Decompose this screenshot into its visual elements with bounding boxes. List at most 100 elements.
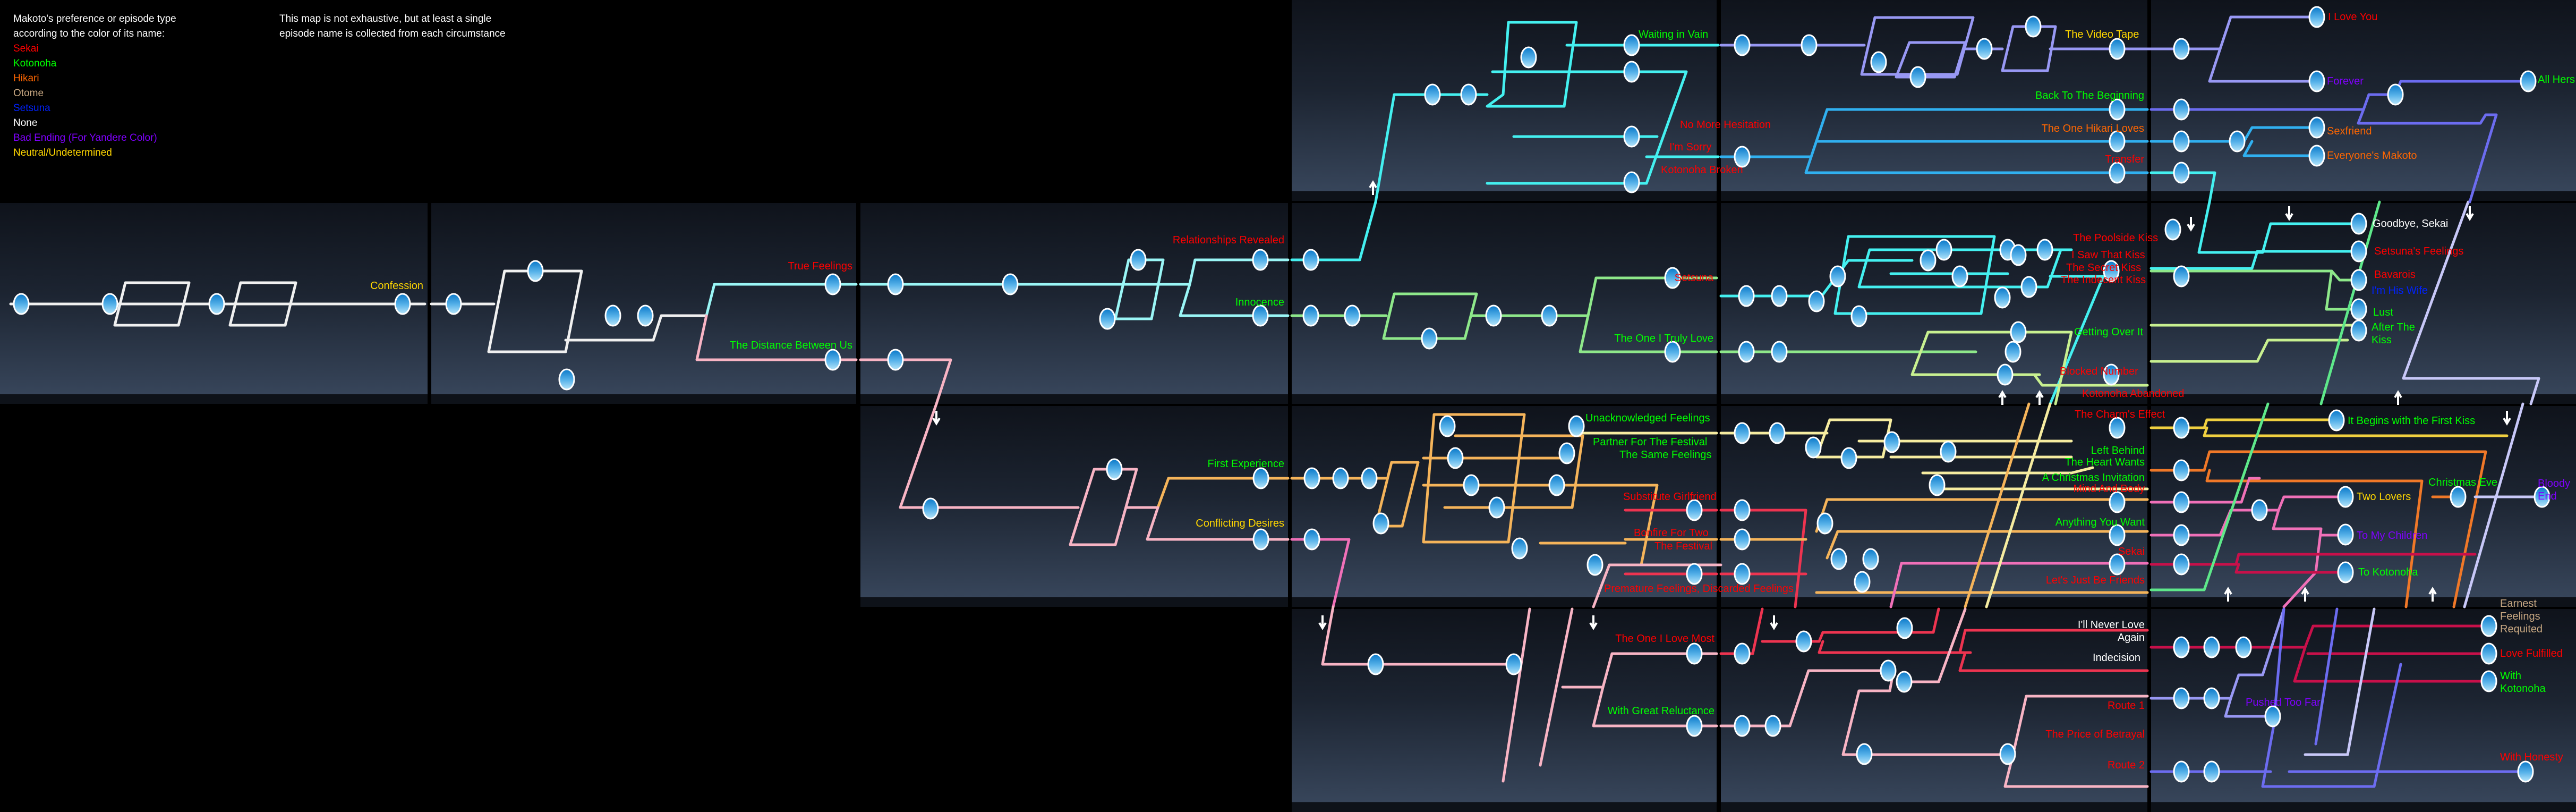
episode-node[interactable] xyxy=(2173,491,2190,513)
episode-node[interactable] xyxy=(2109,162,2126,184)
episode-node[interactable] xyxy=(1830,548,1847,570)
episode-node[interactable] xyxy=(2480,642,2497,665)
episode-node[interactable] xyxy=(2109,553,2126,576)
episode-node[interactable] xyxy=(2450,486,2467,508)
episode-node[interactable] xyxy=(2328,409,2345,432)
episode-node[interactable] xyxy=(1734,499,1751,521)
episode-node[interactable] xyxy=(2387,83,2404,106)
episode-node[interactable] xyxy=(1738,285,1755,307)
episode-node[interactable] xyxy=(208,293,225,315)
episode-node[interactable] xyxy=(1130,249,1147,271)
episode-node[interactable] xyxy=(2203,687,2220,709)
episode-node[interactable] xyxy=(637,304,654,327)
episode-node[interactable] xyxy=(2103,260,2120,282)
episode-node[interactable] xyxy=(1854,571,1871,593)
episode-node[interactable] xyxy=(1909,66,1926,88)
episode-node[interactable] xyxy=(1485,304,1502,327)
episode-node[interactable] xyxy=(1850,305,1867,327)
episode-node[interactable] xyxy=(1734,563,1751,585)
episode-node[interactable] xyxy=(1505,653,1522,675)
episode-node[interactable] xyxy=(2480,670,2497,692)
episode-node[interactable] xyxy=(1999,743,2016,765)
episode-node[interactable] xyxy=(1558,442,1575,464)
episode-node[interactable] xyxy=(2337,561,2354,583)
episode-node[interactable] xyxy=(2173,130,2190,153)
episode-node[interactable] xyxy=(1771,341,1788,363)
episode-node[interactable] xyxy=(1568,415,1585,437)
episode-node[interactable] xyxy=(2109,524,2126,546)
episode-node[interactable] xyxy=(2173,38,2190,60)
episode-node[interactable] xyxy=(2534,486,2551,508)
episode-node[interactable] xyxy=(1795,630,1812,653)
episode-node[interactable] xyxy=(604,304,621,327)
episode-node[interactable] xyxy=(2229,130,2246,153)
episode-node[interactable] xyxy=(2025,15,2042,38)
episode-node[interactable] xyxy=(445,293,462,315)
episode-node[interactable] xyxy=(824,349,841,371)
episode-node[interactable] xyxy=(2203,636,2220,658)
episode-node[interactable] xyxy=(2308,145,2325,167)
episode-node[interactable] xyxy=(1439,415,1456,437)
episode-node[interactable] xyxy=(1686,499,1703,521)
episode-node[interactable] xyxy=(2264,705,2281,728)
episode-node[interactable] xyxy=(1460,83,1477,106)
episode-node[interactable] xyxy=(1829,265,1846,287)
episode-node[interactable] xyxy=(1771,285,1788,307)
episode-node[interactable] xyxy=(1734,34,1751,56)
episode-node[interactable] xyxy=(1623,171,1640,193)
episode-node[interactable] xyxy=(1734,715,1751,737)
episode-node[interactable] xyxy=(1372,512,1389,535)
episode-node[interactable] xyxy=(1686,715,1703,737)
episode-node[interactable] xyxy=(2109,417,2126,439)
episode-node[interactable] xyxy=(101,293,118,315)
episode-node[interactable] xyxy=(1734,422,1751,444)
episode-node[interactable] xyxy=(1303,528,1320,551)
episode-node[interactable] xyxy=(2173,417,2190,439)
episode-node[interactable] xyxy=(1463,474,1480,496)
episode-node[interactable] xyxy=(2337,523,2354,546)
episode-node[interactable] xyxy=(1734,642,1751,665)
episode-node[interactable] xyxy=(2173,162,2190,184)
episode-node[interactable] xyxy=(1976,38,1993,60)
episode-node[interactable] xyxy=(1106,458,1123,480)
episode-node[interactable] xyxy=(1447,447,1464,469)
episode-node[interactable] xyxy=(2173,524,2190,546)
episode-node[interactable] xyxy=(2109,130,2126,153)
episode-node[interactable] xyxy=(1920,249,1937,272)
episode-node[interactable] xyxy=(2337,486,2354,508)
episode-node[interactable] xyxy=(1252,249,1269,271)
episode-node[interactable] xyxy=(1738,341,1755,363)
episode-node[interactable] xyxy=(2173,636,2190,658)
episode-node[interactable] xyxy=(1951,265,1968,287)
episode-node[interactable] xyxy=(2308,70,2325,92)
episode-node[interactable] xyxy=(1734,528,1751,551)
episode-node[interactable] xyxy=(2350,269,2367,291)
episode-node[interactable] xyxy=(1002,273,1019,295)
episode-node[interactable] xyxy=(1929,474,1946,496)
episode-node[interactable] xyxy=(1862,548,1879,570)
episode-node[interactable] xyxy=(13,293,30,315)
episode-node[interactable] xyxy=(1997,363,2014,386)
episode-node[interactable] xyxy=(2350,213,2367,235)
episode-node[interactable] xyxy=(2520,70,2537,92)
episode-node[interactable] xyxy=(1664,341,1681,363)
episode-node[interactable] xyxy=(2350,298,2367,320)
episode-node[interactable] xyxy=(1769,422,1786,444)
episode-node[interactable] xyxy=(1424,83,1441,106)
episode-node[interactable] xyxy=(2173,760,2190,783)
episode-node[interactable] xyxy=(1332,467,1349,489)
episode-node[interactable] xyxy=(2020,276,2037,298)
episode-node[interactable] xyxy=(2517,760,2534,783)
episode-node[interactable] xyxy=(1664,267,1681,289)
episode-node[interactable] xyxy=(824,273,841,295)
episode-node[interactable] xyxy=(1252,528,1269,551)
episode-node[interactable] xyxy=(887,349,904,371)
episode-node[interactable] xyxy=(2235,636,2252,658)
episode-node[interactable] xyxy=(1303,467,1320,489)
episode-node[interactable] xyxy=(394,293,411,315)
episode-node[interactable] xyxy=(558,368,575,391)
episode-node[interactable] xyxy=(887,273,904,295)
episode-node[interactable] xyxy=(1801,34,1818,56)
episode-node[interactable] xyxy=(1940,441,1957,463)
episode-node[interactable] xyxy=(1548,474,1565,496)
